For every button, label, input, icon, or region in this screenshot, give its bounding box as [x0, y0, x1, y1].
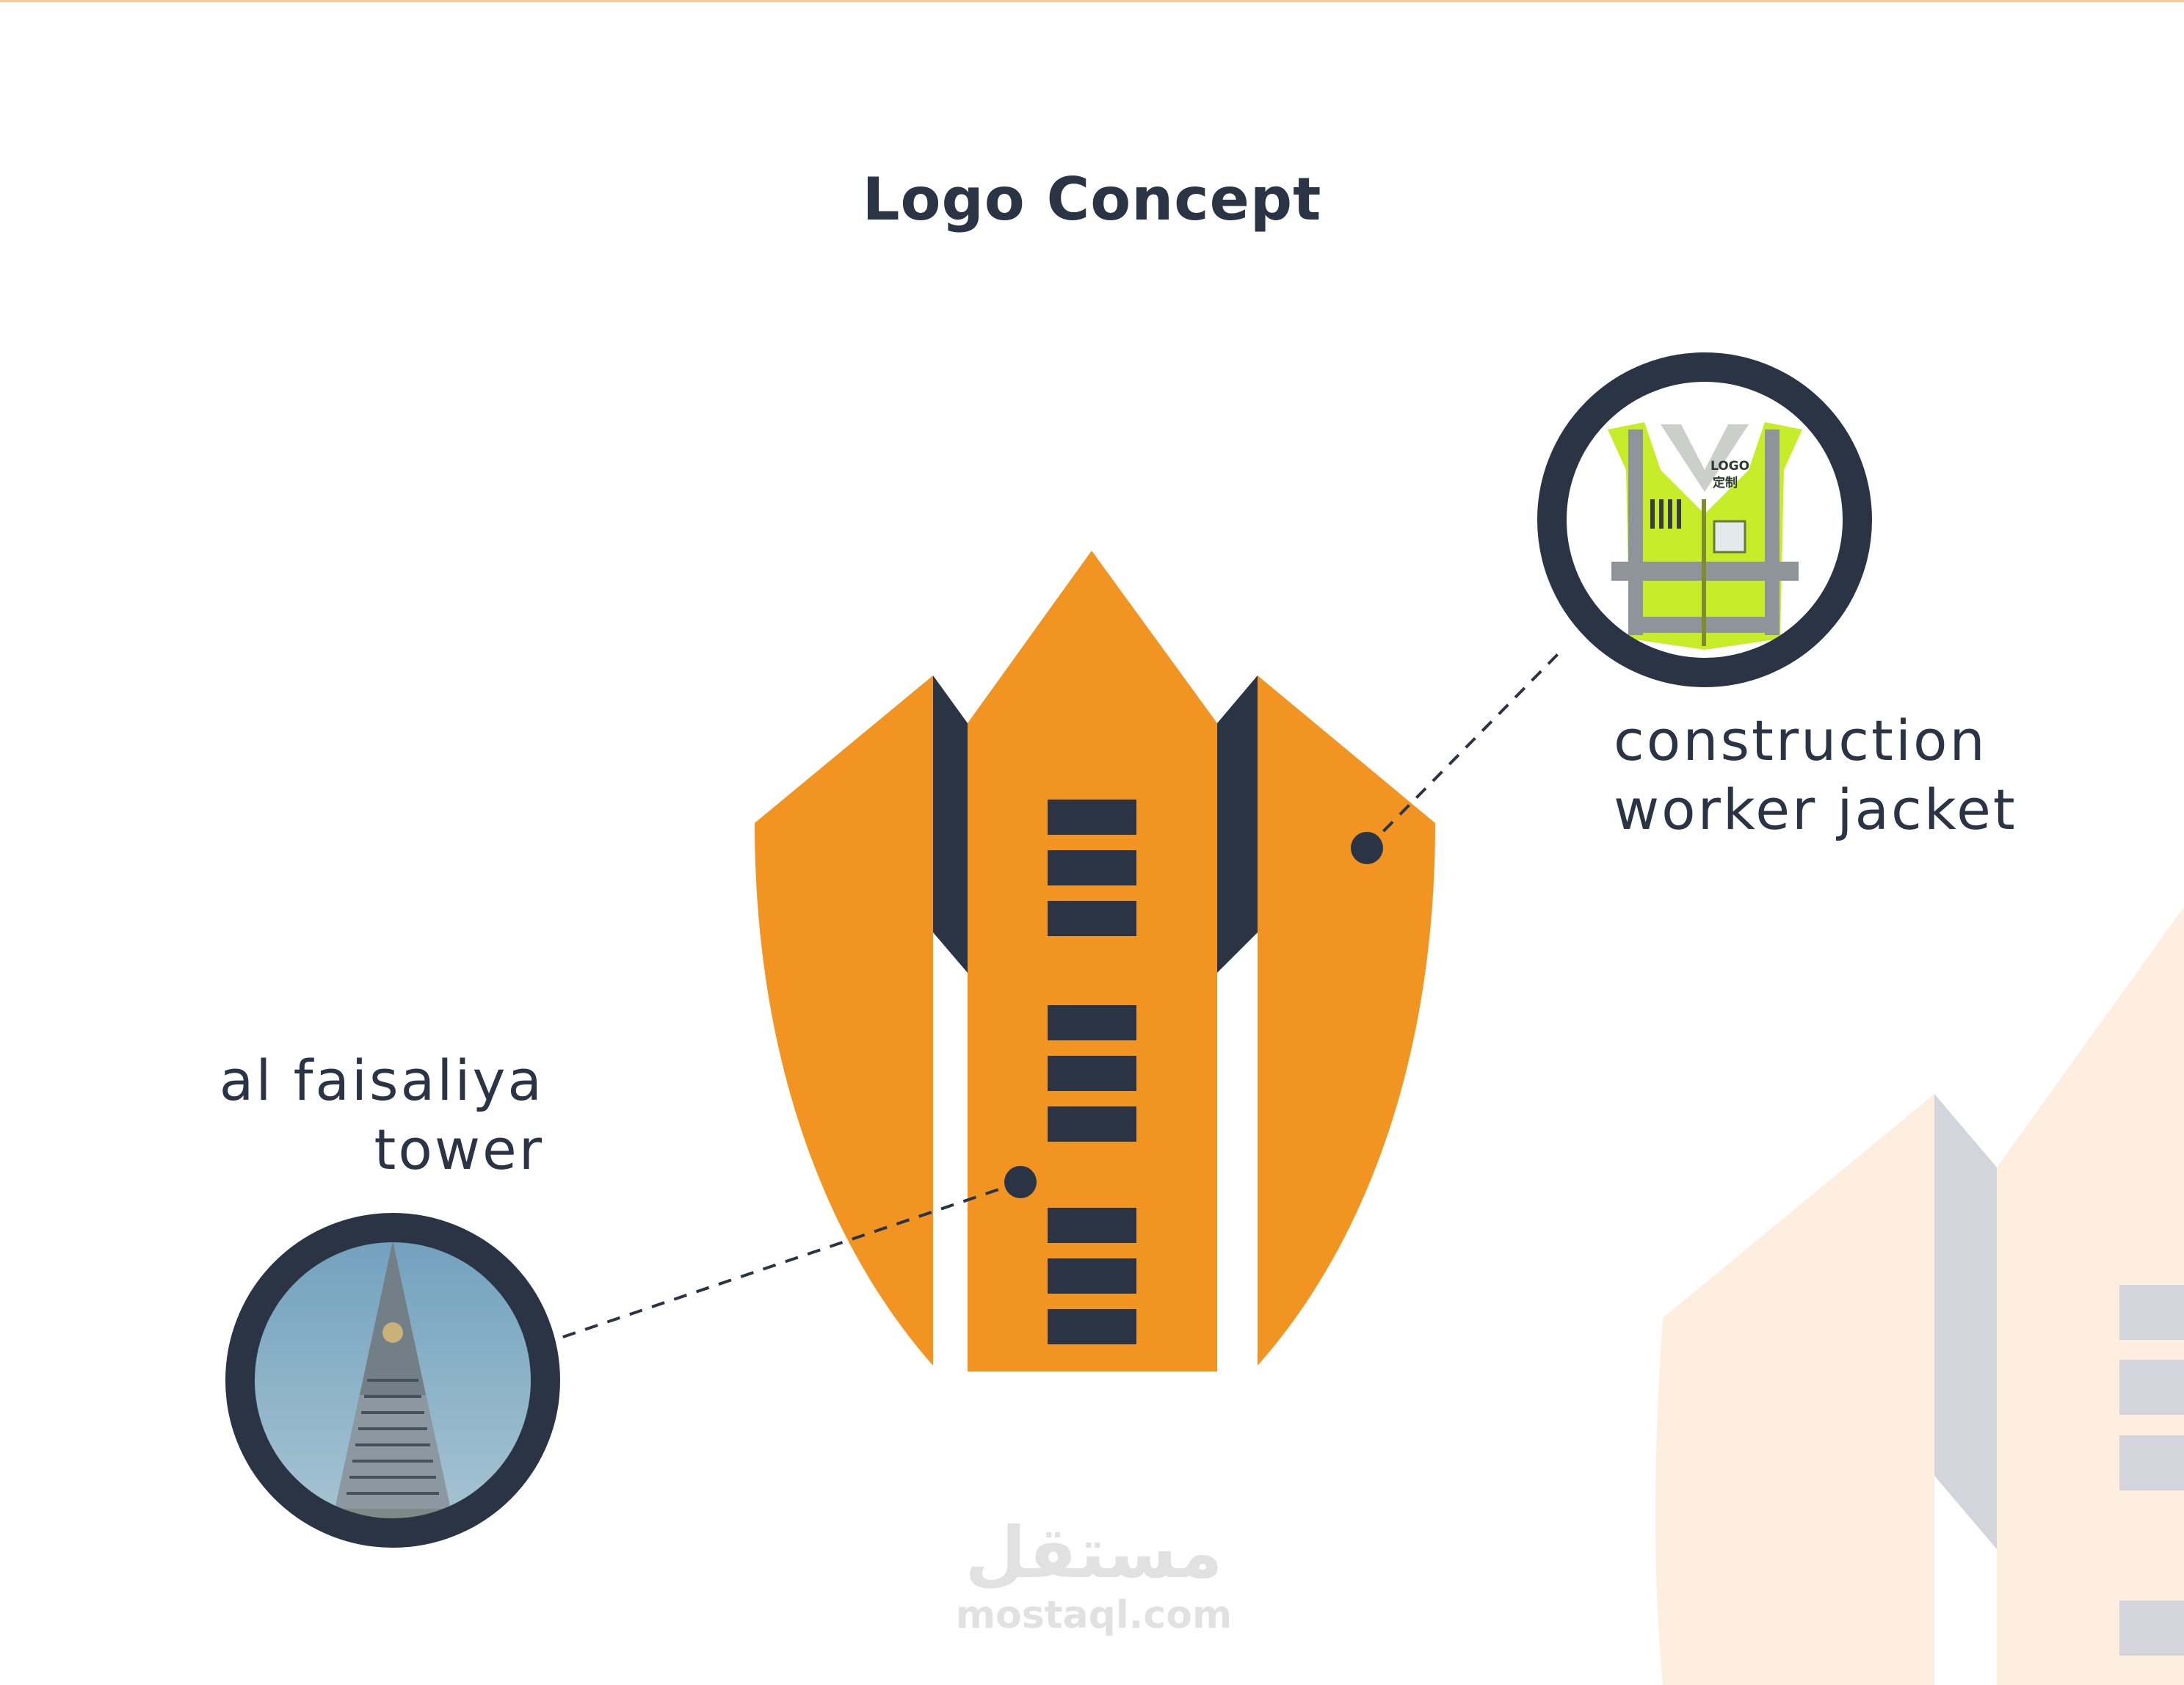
- vest-print-logo: LOGO: [1710, 459, 1749, 474]
- vest-print-custom: 定制: [1713, 475, 1738, 490]
- logo-left-inner-band: [933, 675, 968, 973]
- logo-mark: [755, 551, 1435, 1371]
- logo-right-inner-band: [1217, 675, 1258, 973]
- logo-window-stripes: [1048, 800, 1136, 1344]
- tower-connector-line: [554, 1181, 1021, 1341]
- watermark-latin: mostaql.com: [955, 1593, 1233, 1637]
- watermark-arabic: مستقل: [965, 1512, 1223, 1594]
- tower-label-line2: tower: [374, 1117, 544, 1182]
- top-accent-rule: [0, 0, 2184, 2]
- logo-left-wing: [755, 675, 933, 1366]
- tower-callout-label: al faisaliya tower: [220, 1046, 544, 1184]
- jacket-photo-circle: LOGO 定制: [1537, 352, 1872, 687]
- mostaql-watermark: مستقل mostaql.com: [947, 1512, 1241, 1637]
- logo-right-wing: [1258, 675, 1435, 1366]
- page-title: Logo Concept: [862, 165, 1322, 233]
- jacket-callout-label: construction worker jacket: [1614, 706, 2017, 844]
- jacket-label-line1: construction: [1614, 708, 1987, 773]
- jacket-anchor-dot: [1351, 832, 1383, 864]
- background-logo-fragment: [1655, 907, 2184, 1685]
- jacket-label-line2: worker jacket: [1614, 777, 2017, 842]
- tower-label-line1: al faisaliya: [219, 1048, 544, 1113]
- tower-anchor-dot: [1004, 1166, 1037, 1198]
- tower-photo-circle: [225, 1213, 560, 1548]
- logo-center-tower: [968, 551, 1217, 1371]
